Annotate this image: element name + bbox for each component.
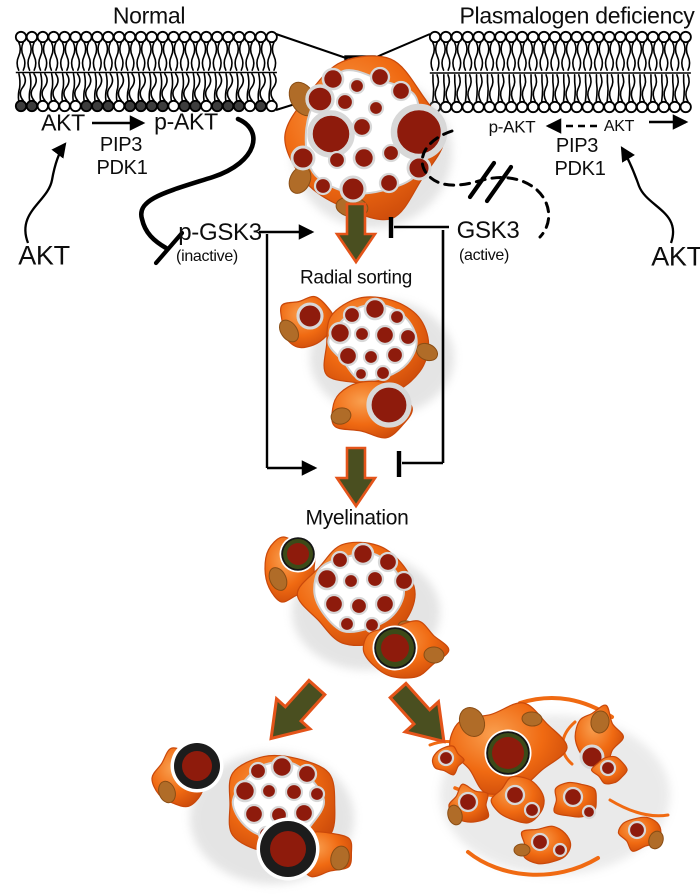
pathway-break-slash-icon (467, 160, 497, 200)
plasmalogen-deficiency-title: Plasmalogen deficiency (459, 2, 695, 29)
gsk3-label: GSK3 (456, 217, 520, 244)
myelination-down-arrow-icon (335, 446, 377, 508)
p-akt-label-right: p-AKT (488, 117, 536, 137)
pip3-label-left: PIP3 (99, 134, 143, 156)
akt-label-right-cytosol: AKT (651, 241, 700, 272)
gsk3-state-label: (active) (458, 247, 510, 264)
akt-activation-arrow-left (24, 142, 67, 244)
normal-title: Normal (112, 2, 186, 29)
outcome-left-arrow-icon (252, 671, 336, 755)
radial-sorting-label: Radial sorting (300, 267, 412, 289)
akt-label-right-membrane: AKT (603, 118, 635, 135)
schwann-cell-top (284, 55, 452, 228)
radial-sorting-cells (278, 295, 454, 439)
myelination-cells (264, 535, 450, 679)
pdk1-label-left: PDK1 (96, 157, 148, 179)
akt-label-left-cytosol: AKT (18, 240, 70, 271)
akt-label-left-membrane: AKT (41, 109, 85, 136)
p-akt-label-left: p-AKT (154, 108, 218, 135)
pathway-break-slash2-icon (484, 164, 514, 204)
pdk1-label-right: PDK1 (554, 158, 606, 180)
pakt-to-pgsk3-curve (138, 116, 256, 251)
deficient-cells (428, 695, 670, 877)
lipid-bilayer-normal (14, 30, 278, 113)
outcome-right-arrow-icon (379, 674, 463, 758)
p-gsk3-label: p-GSK3 (178, 219, 262, 246)
normal-myelination-cells (151, 739, 354, 884)
left-pathway-connectors (24, 115, 318, 476)
cell-illustrations (151, 55, 670, 884)
right-pathway-connectors (388, 114, 689, 477)
pgsk3-inhibition-slash-icon (153, 230, 185, 266)
pip3-label-right: PIP3 (555, 135, 599, 157)
lipid-bilayer-deficient (428, 30, 692, 114)
myelination-label: Myelination (305, 506, 409, 530)
p-gsk3-state-label: (inactive) (176, 248, 238, 265)
akt-activation-arrow-right (620, 146, 675, 244)
